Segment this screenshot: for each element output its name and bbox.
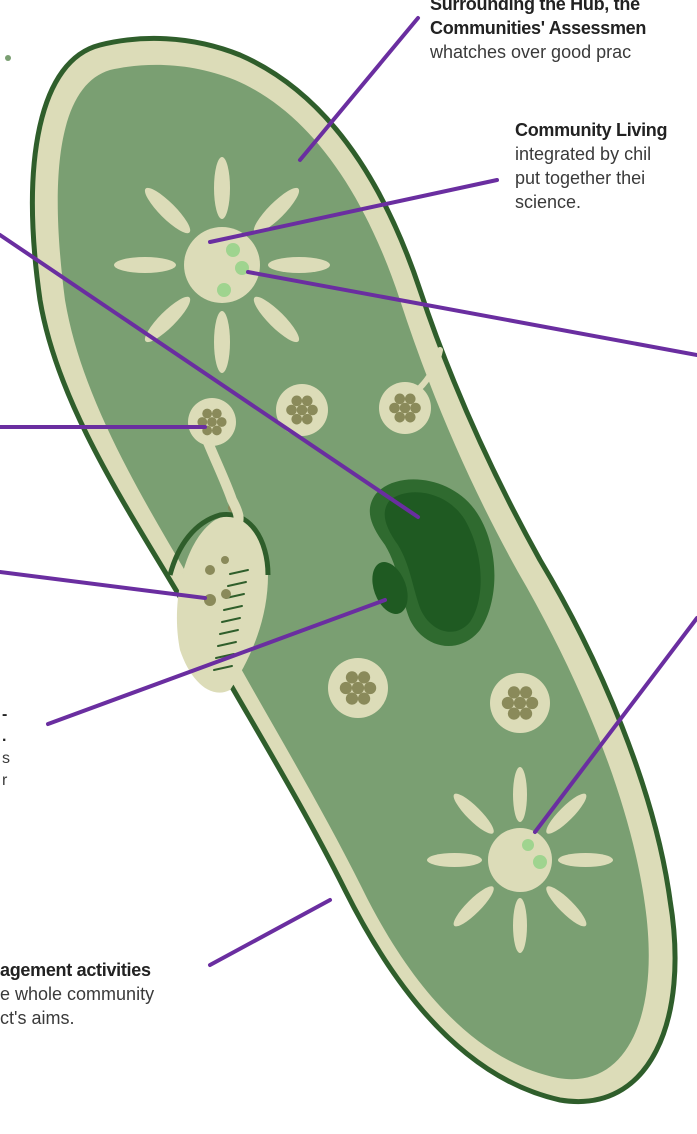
vacuole-ray [214, 157, 230, 219]
label-left-fragment: - . s r [2, 704, 10, 792]
vacuole-ray [214, 311, 230, 373]
label-bottom: agement activities e whole community ct'… [0, 958, 154, 1030]
label-community-line2: integrated by chil [515, 142, 667, 166]
cytoplasm [58, 65, 649, 1079]
vacuole-ray [268, 257, 330, 273]
contractile-vacuole-icon [427, 767, 613, 953]
pointer-line-cilia [210, 900, 330, 965]
vacuole-ray [513, 898, 527, 953]
label-community-line3: put together thei [515, 166, 667, 190]
label-top-line3: whatches over good prac [430, 40, 646, 64]
food-vacuole-icon [328, 658, 388, 718]
label-community-title: Community Living [515, 118, 667, 142]
label-left-line1: - [2, 704, 10, 726]
label-left-line2: . [2, 726, 10, 748]
label-top-line2: Communities' Assessmen [430, 16, 646, 40]
label-left-line3: s [2, 748, 10, 770]
food-vacuole-icon [379, 382, 431, 434]
food-vacuole-icon [188, 398, 236, 446]
vacuole-ray [114, 257, 176, 273]
marker-dot [5, 55, 11, 61]
contractile-vacuole-icon [114, 157, 330, 373]
label-bottom-line2: e whole community [0, 982, 154, 1006]
vacuole-ray [513, 767, 527, 822]
food-vacuole-icon [490, 673, 550, 733]
label-left-line4: r [2, 770, 10, 792]
vacuole-ray [558, 853, 613, 867]
pointer-line-top [300, 18, 418, 160]
label-top: Surrounding the Hub, the Communities' As… [430, 0, 646, 64]
vacuole-ray [427, 853, 482, 867]
label-community-line4: science. [515, 190, 667, 214]
label-community: Community Living integrated by chil put … [515, 118, 667, 214]
label-bottom-title: agement activities [0, 958, 154, 982]
label-bottom-line3: ct's aims. [0, 1006, 154, 1030]
label-top-line1: Surrounding the Hub, the [430, 0, 646, 16]
